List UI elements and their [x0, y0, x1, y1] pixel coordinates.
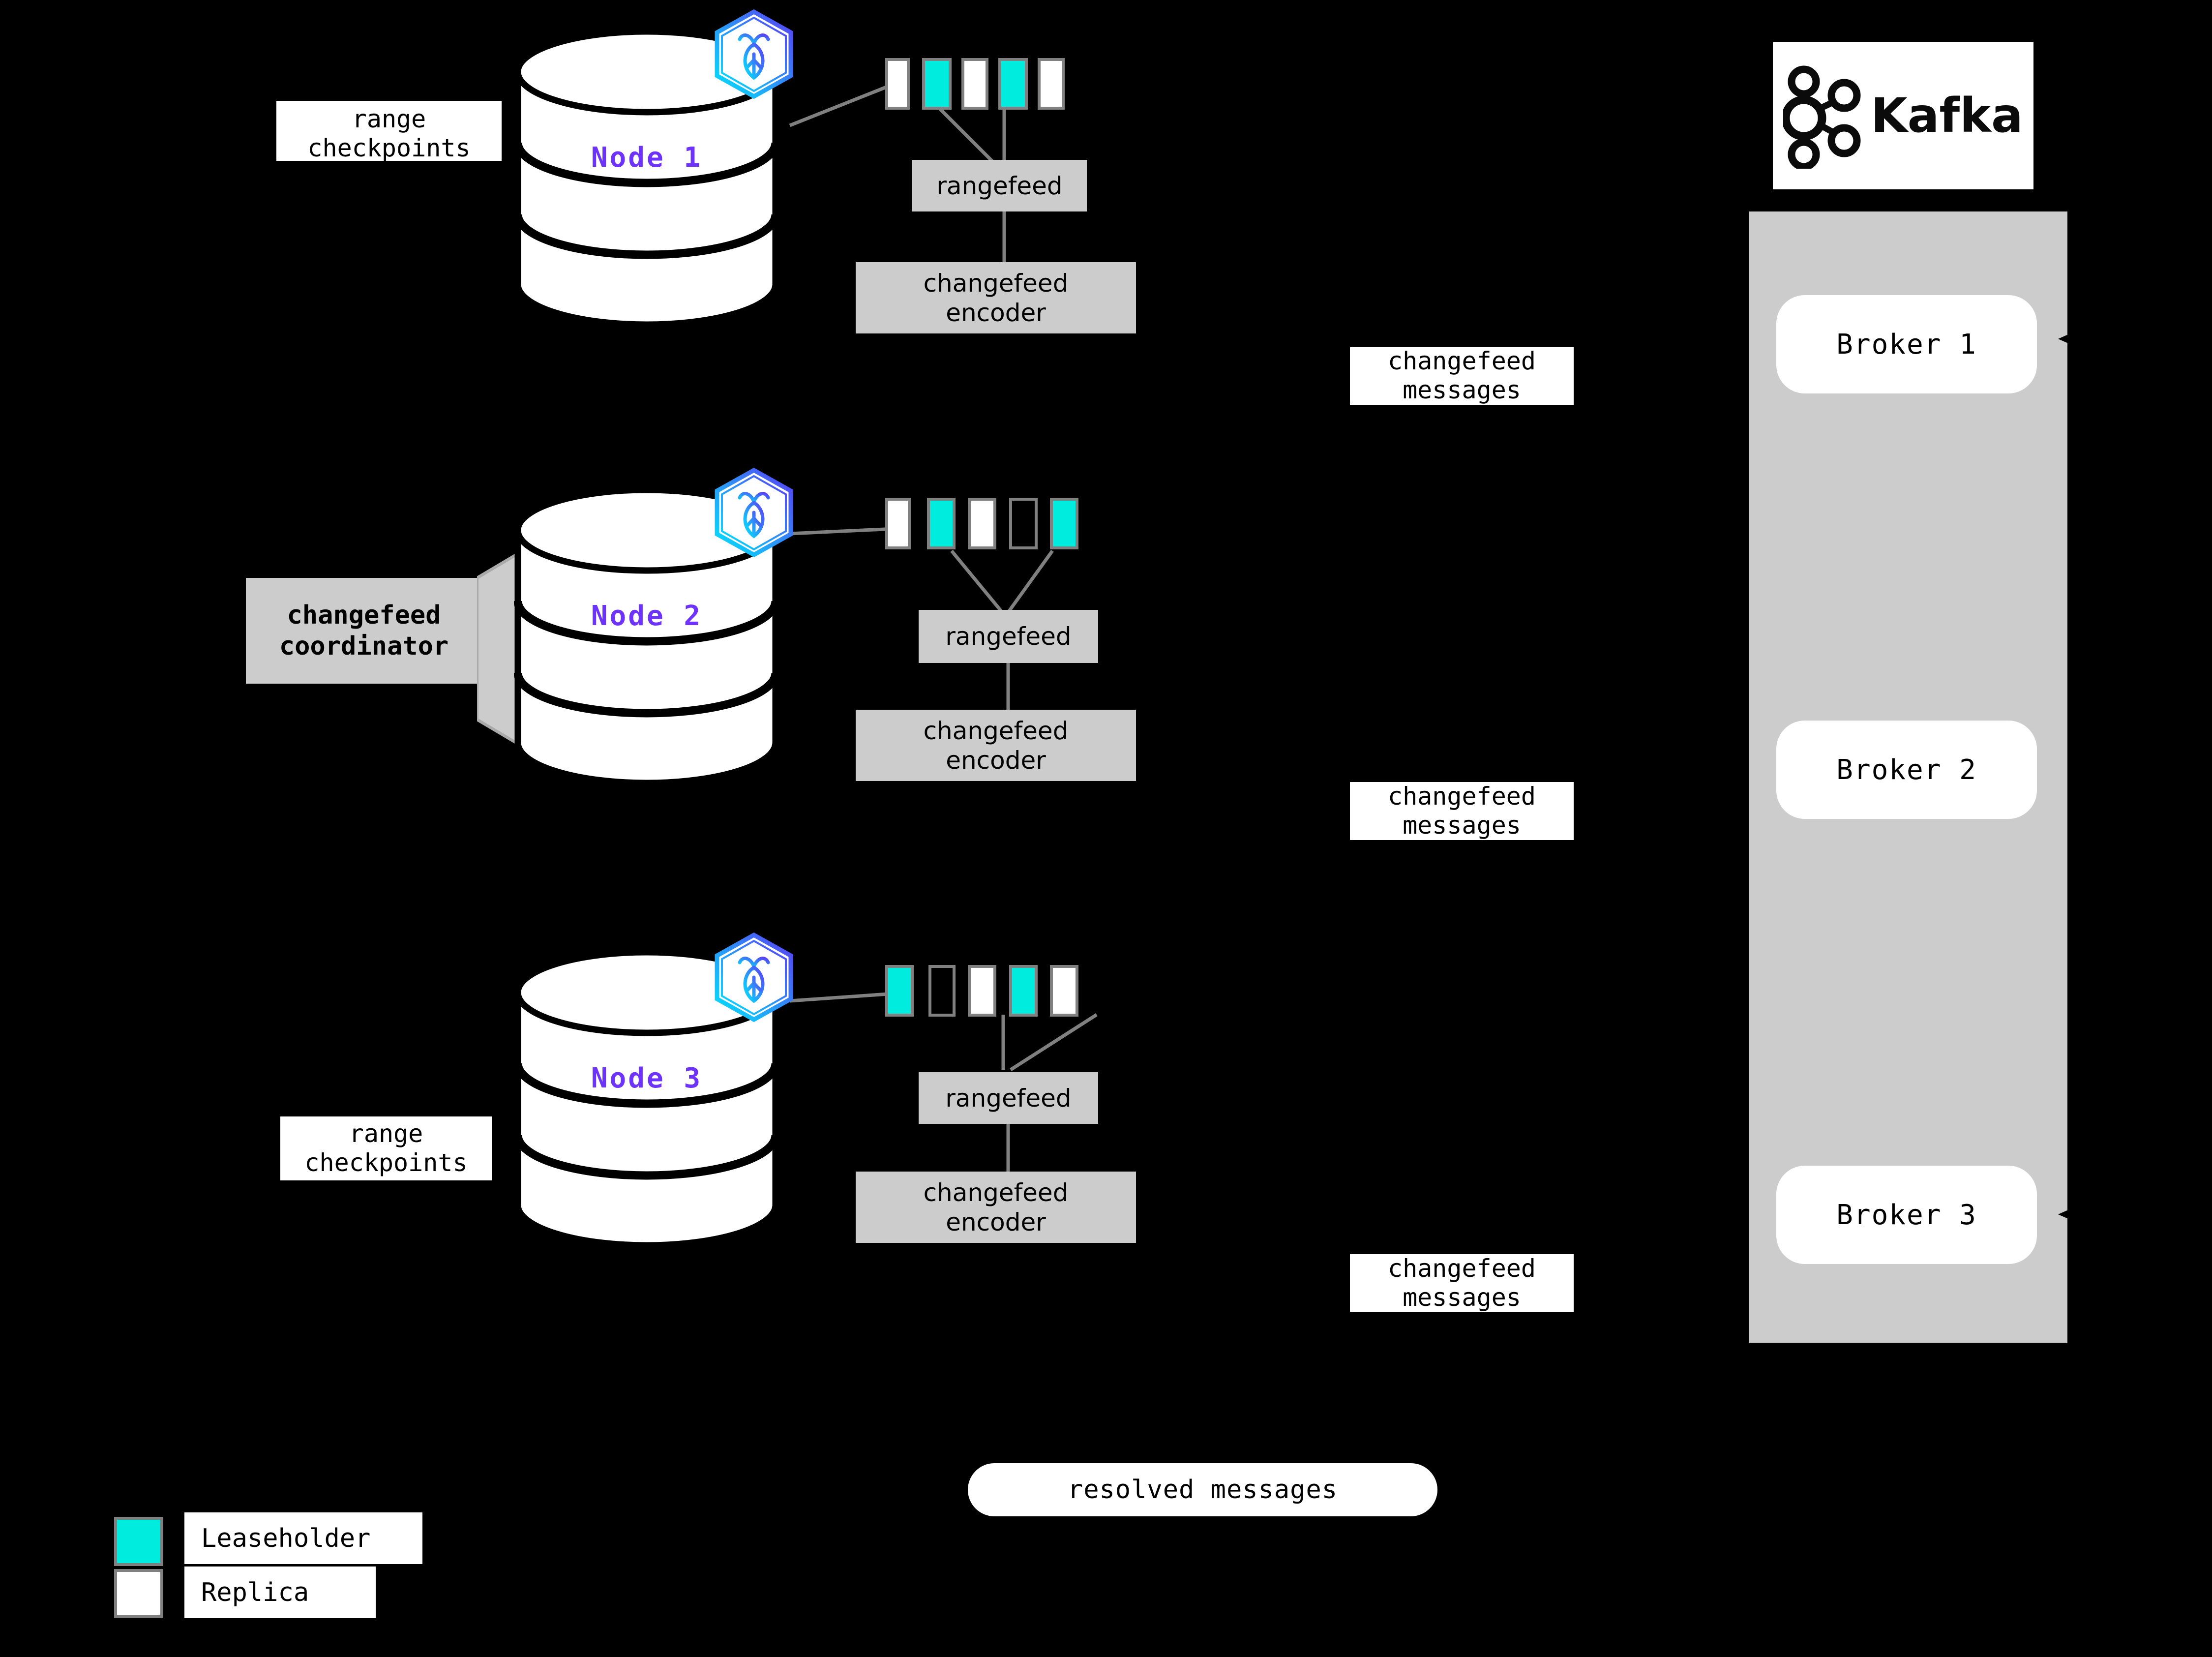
- kafka-graph-icon: [1783, 65, 1861, 169]
- node-2-range-5[interactable]: [1050, 498, 1078, 549]
- kafka-logo: Kafka: [1773, 42, 2033, 189]
- legend-label-replica: Replica: [184, 1567, 376, 1618]
- node-2-changefeed-encoder-box[interactable]: changefeed encoder: [856, 710, 1136, 781]
- node-1-range-5[interactable]: [1038, 58, 1065, 110]
- node-3-range-1[interactable]: [885, 965, 914, 1017]
- node-1-range-checkpoints-label: range checkpoints: [276, 101, 502, 161]
- node-1-label: Node 1: [591, 142, 703, 174]
- legend-label-leaseholder: Leaseholder: [184, 1512, 422, 1564]
- node-2-range-1[interactable]: [885, 498, 911, 549]
- node-2-cylinder[interactable]: Node 2: [514, 487, 779, 787]
- node-3-cylinder[interactable]: Node 3: [514, 949, 779, 1249]
- node-2-range-3[interactable]: [968, 498, 996, 549]
- changefeed-messages-label-2: changefeed messages: [1350, 782, 1574, 840]
- kafka-broker-2[interactable]: Broker 2: [1776, 721, 2037, 819]
- changefeed-messages-label-3: changefeed messages: [1350, 1254, 1574, 1312]
- node-1-changefeed-encoder-box[interactable]: changefeed encoder: [856, 262, 1136, 333]
- cockroachdb-logo-icon-2: [712, 467, 796, 558]
- node-1-range-4[interactable]: [998, 58, 1028, 110]
- broker-1-inbound-arrow-icon: [2058, 329, 2082, 349]
- kafka-broker-3[interactable]: Broker 3: [1776, 1166, 2037, 1264]
- node-3-range-2[interactable]: [928, 965, 956, 1017]
- node-2-changefeed-coordinator-box[interactable]: changefeed coordinator: [246, 578, 482, 684]
- kafka-wordmark: Kafka: [1871, 88, 2023, 143]
- node-1-range-3[interactable]: [961, 58, 988, 110]
- node-3-range-5[interactable]: [1050, 965, 1078, 1017]
- node-2-coordinator-label: changefeed coordinator: [279, 601, 449, 661]
- cockroachdb-logo-icon: [712, 9, 796, 100]
- node-3-label: Node 3: [591, 1062, 703, 1094]
- broker-3-inbound-arrow-icon: [2058, 1204, 2082, 1225]
- cockroachdb-logo-icon-3: [712, 932, 796, 1023]
- node-3-changefeed-encoder-box[interactable]: changefeed encoder: [856, 1172, 1136, 1243]
- node-1-range-1[interactable]: [885, 58, 910, 110]
- node-1-range-2[interactable]: [922, 58, 952, 110]
- node-2-range-2[interactable]: [927, 498, 956, 549]
- node-2-rangefeed-box[interactable]: rangefeed: [919, 610, 1098, 663]
- node-3-range-checkpoints-label: range checkpoints: [280, 1116, 492, 1180]
- node-3-rangefeed-box[interactable]: rangefeed: [919, 1072, 1098, 1124]
- legend-swatch-leaseholder: [114, 1517, 163, 1566]
- node-3-range-3[interactable]: [968, 965, 996, 1017]
- resolved-messages-pill[interactable]: resolved messages: [968, 1463, 1437, 1516]
- node-2-range-4[interactable]: [1009, 498, 1038, 549]
- changefeed-messages-label-1: changefeed messages: [1350, 347, 1574, 405]
- node-1-cylinder[interactable]: Node 1: [514, 29, 779, 329]
- node-2-label: Node 2: [591, 600, 703, 632]
- kafka-broker-1[interactable]: Broker 1: [1776, 295, 2037, 393]
- node-3-range-4[interactable]: [1009, 965, 1038, 1017]
- node-1-rangefeed-box[interactable]: rangefeed: [912, 160, 1087, 211]
- legend-swatch-replica: [114, 1569, 163, 1618]
